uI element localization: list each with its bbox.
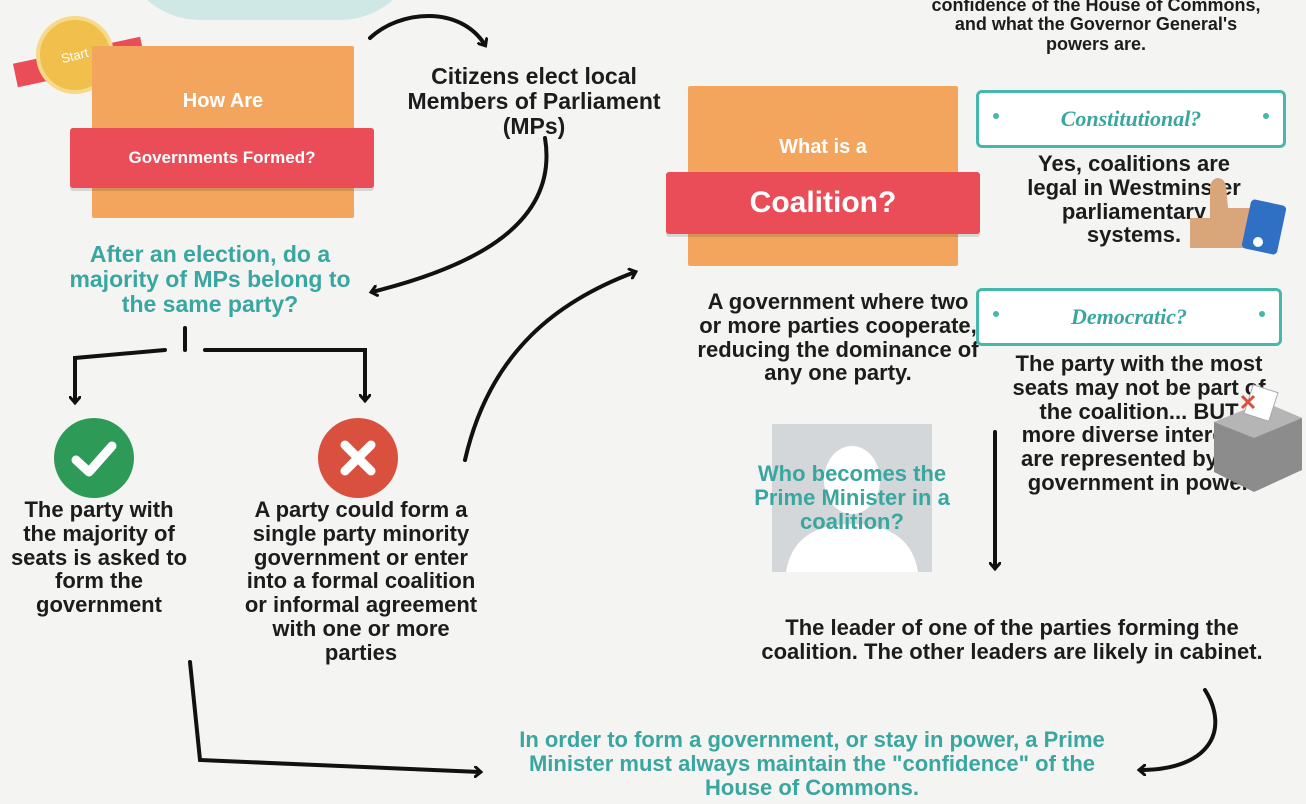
arrow-yes-to-confidence — [188, 660, 480, 772]
constitutional-label: Constitutional? — [976, 90, 1286, 148]
yes-outcome-text: The party with the majority of seats is … — [10, 497, 188, 617]
majority-question: After an election, do a majority of MPs … — [69, 241, 351, 317]
citizens-elect-text: Citizens elect local Members of Parliame… — [407, 63, 661, 139]
constitutional-text: Constitutional? — [1060, 106, 1202, 131]
democratic-text: Democratic? — [1070, 304, 1188, 329]
cross-icon — [318, 418, 398, 498]
check-icon — [54, 418, 134, 498]
arrow-start-to-citizens — [368, 14, 485, 45]
no-outcome-text: A party could form a single party minori… — [244, 497, 478, 665]
constitutional-answer: Yes, coalitions are legal in Westminster… — [1027, 151, 1241, 248]
arrow-pm-to-confidence — [1140, 688, 1218, 770]
coalition-box-title: What is a — [779, 136, 867, 158]
arrow-no-to-coalition — [463, 272, 635, 462]
coalition-definition: A government where two or more parties c… — [697, 289, 979, 386]
pm-question: Who becomes the Prime Minister in a coal… — [754, 461, 950, 534]
pm-answer: The leader of one of the parties forming… — [761, 615, 1263, 664]
ballot-box-icon — [1204, 382, 1306, 494]
democratic-answer: The party with the most seats may not be… — [1012, 351, 1266, 495]
democratic-label: Democratic? — [976, 288, 1282, 346]
governments-formed-banner: Governments Formed? — [70, 128, 374, 188]
start-label: Start — [59, 44, 91, 66]
top-right-text: confidence of the House of Commons, and … — [931, 0, 1261, 54]
governments-box-title: How Are — [182, 90, 264, 112]
arrow-citizens-to-question — [372, 136, 549, 292]
confidence-statement: In order to form a government, or stay i… — [519, 727, 1105, 800]
header-arc — [120, 0, 420, 20]
thumbs-up-icon — [1180, 168, 1290, 264]
split-arms — [73, 348, 365, 400]
person-silhouette-icon — [772, 424, 932, 572]
coalition-banner: Coalition? — [666, 172, 980, 234]
